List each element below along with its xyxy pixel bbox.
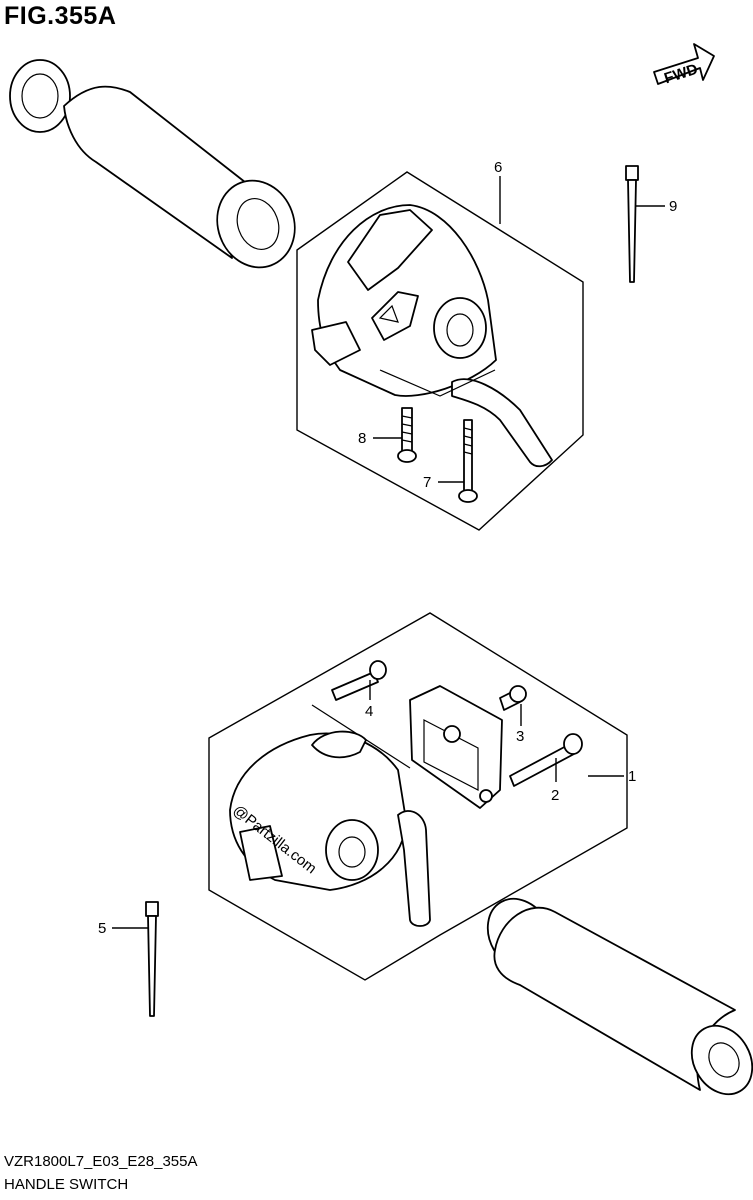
screw-4-drawing <box>331 660 387 701</box>
callout-2: 2 <box>551 758 559 804</box>
screw-3-drawing <box>499 685 527 711</box>
callout-label-9: 9 <box>669 198 677 215</box>
cable-tie-9-drawing <box>625 165 639 283</box>
callout-label-3: 3 <box>516 728 524 745</box>
callout-4: 4 <box>365 680 373 720</box>
callout-8: 8 <box>358 430 402 447</box>
callout-5: 5 <box>98 920 148 937</box>
callout-label-1: 1 <box>628 768 636 785</box>
model-code: VZR1800L7_E03_E28_355A <box>4 1153 198 1170</box>
section-name: HANDLE SWITCH <box>4 1176 129 1193</box>
callout-6: 6 <box>494 159 502 224</box>
callout-label-2: 2 <box>551 787 559 804</box>
figure-title: FIG.355A <box>4 2 117 30</box>
right-switch-assembly-drawing <box>208 612 628 981</box>
callout-9: 9 <box>636 198 677 215</box>
left-grip-drawing <box>9 59 296 269</box>
callout-label-4: 4 <box>365 703 373 720</box>
left-switch-assembly-drawing <box>296 171 584 531</box>
screw-7-drawing <box>458 419 478 503</box>
cable-tie-5-drawing <box>145 901 159 1017</box>
callout-7: 7 <box>423 474 464 491</box>
callout-label-5: 5 <box>98 920 106 937</box>
right-grip-drawing <box>486 897 753 1096</box>
fwd-arrow-icon: FWD <box>653 43 715 88</box>
fwd-label: FWD <box>662 61 700 88</box>
screw-8-drawing <box>397 407 417 463</box>
screw-2-drawing <box>509 733 583 787</box>
callout-label-6: 6 <box>494 159 502 176</box>
callout-1: 1 <box>588 768 636 785</box>
callout-3: 3 <box>516 704 524 745</box>
callout-label-7: 7 <box>423 474 431 491</box>
callout-label-8: 8 <box>358 430 366 447</box>
